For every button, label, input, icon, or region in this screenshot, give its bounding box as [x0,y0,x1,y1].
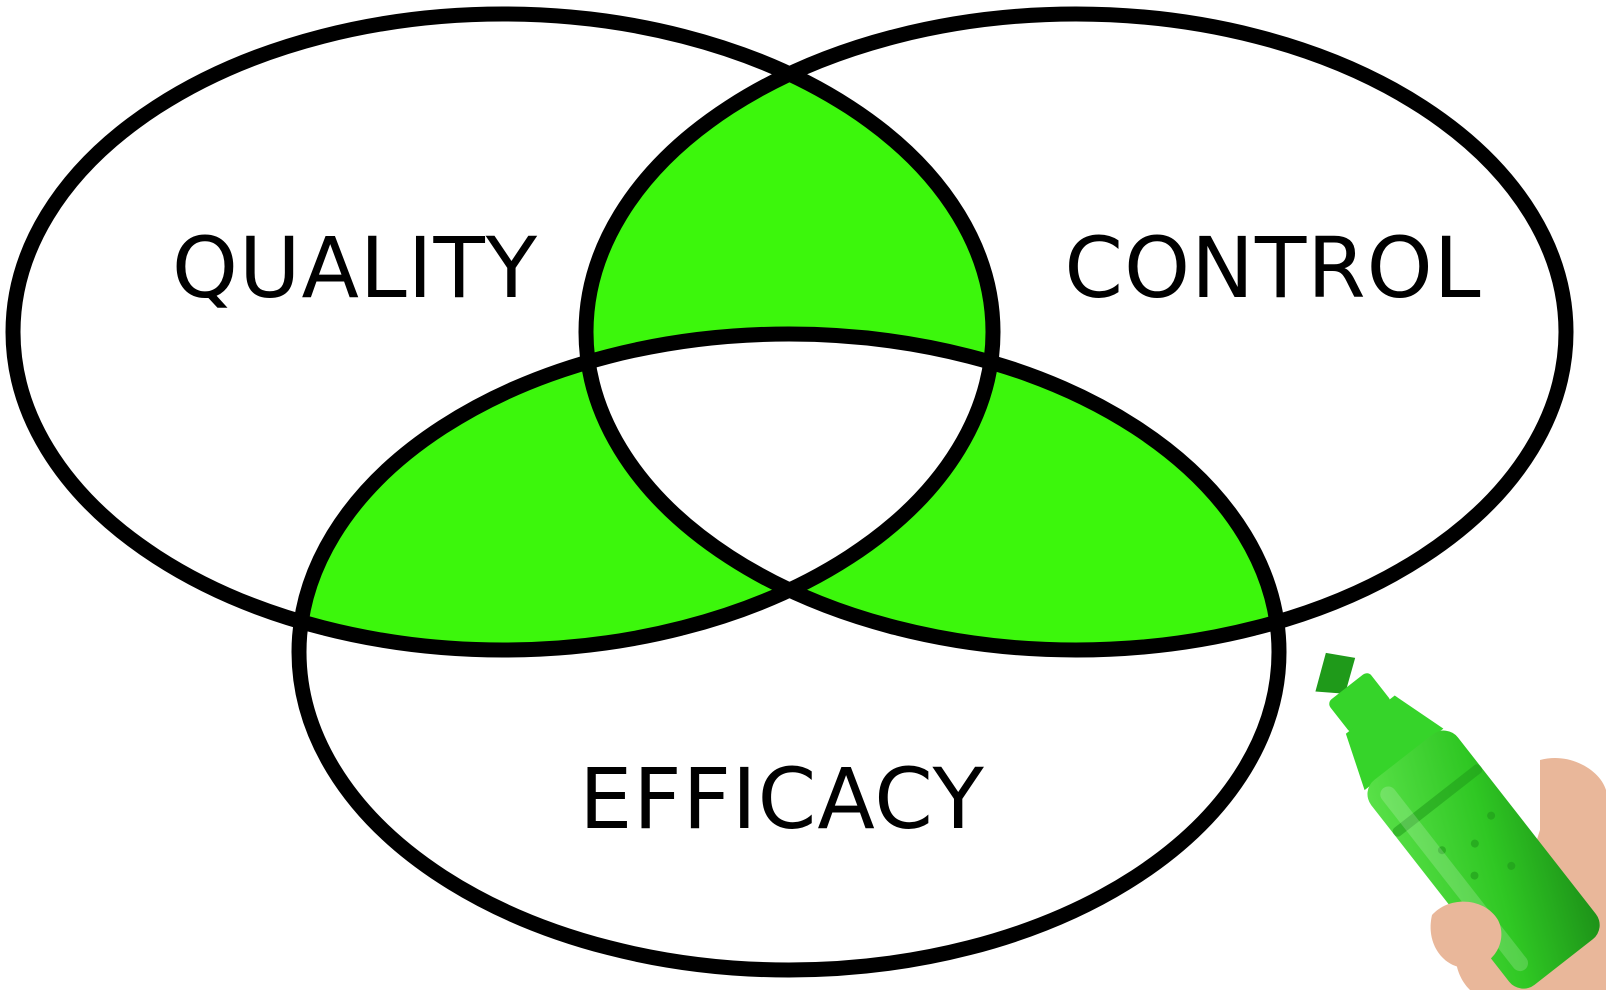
control-label: CONTROL [1064,219,1481,317]
fingertip [1430,901,1502,969]
efficacy-label: EFFICACY [579,750,985,848]
quality-label: QUALITY [172,219,538,317]
